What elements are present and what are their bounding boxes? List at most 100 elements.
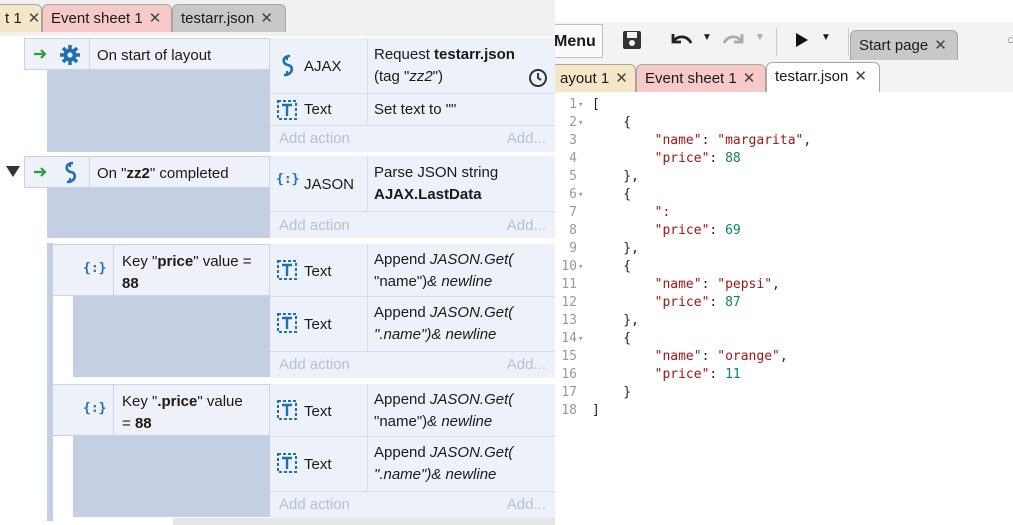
jason-object-icon: {:} bbox=[83, 261, 107, 276]
condition-text: On start of layout bbox=[97, 47, 212, 64]
jason-object-icon: {:} bbox=[83, 401, 107, 416]
save-icon[interactable] bbox=[622, 30, 642, 50]
action-text: Append JASON.Get("name")& newline bbox=[374, 251, 514, 290]
event-3-actions: Text Append JASON.Get("name")& newline T… bbox=[270, 244, 555, 378]
fold-toggle-icon[interactable]: ▾ bbox=[578, 262, 584, 272]
redo-icon[interactable] bbox=[721, 31, 747, 49]
async-clock-icon bbox=[529, 69, 547, 87]
add-action-row[interactable]: Add action Add... bbox=[270, 126, 555, 152]
action-ajax-request[interactable]: AJAX Request testarr.json (tag "zz2") bbox=[270, 38, 555, 94]
event-sheet-window: t 1 ✕ Event sheet 1 ✕ testarr.json✕ On sta… bbox=[0, 0, 555, 525]
close-icon[interactable]: ✕ bbox=[27, 10, 41, 27]
undo-dropdown-icon[interactable]: ▼ bbox=[702, 32, 712, 43]
close-icon[interactable]: ✕ bbox=[148, 10, 162, 27]
search-icon[interactable]: ○ bbox=[1007, 32, 1013, 47]
tab-layout-1[interactable]: ayout 1 ✕ bbox=[555, 64, 636, 92]
tab-label: t 1 bbox=[5, 10, 22, 27]
text-object-icon bbox=[277, 400, 297, 420]
tab-label: ayout 1 bbox=[560, 70, 610, 87]
event-2-subgroup-bar bbox=[47, 243, 53, 521]
code-line: { bbox=[592, 259, 632, 274]
line-number: 9 bbox=[569, 241, 577, 256]
fold-toggle-icon[interactable]: ▾ bbox=[578, 118, 584, 128]
line-number: 15 bbox=[561, 349, 577, 364]
action-append-dotname[interactable]: Text Append JASON.Get(".name")& newline bbox=[270, 297, 555, 352]
add-action-row[interactable]: Add action Add... bbox=[270, 352, 555, 378]
add-action-link[interactable]: Add action bbox=[279, 130, 350, 147]
code-line: "price": 69 bbox=[654, 223, 741, 238]
add-action-link[interactable]: Add action bbox=[279, 496, 350, 513]
fold-toggle-icon[interactable]: ▾ bbox=[578, 190, 584, 200]
code-line: "name": "margarita", bbox=[654, 133, 812, 148]
fold-toggle-icon[interactable]: ▾ bbox=[578, 100, 584, 110]
fold-toggle-icon[interactable]: ▾ bbox=[578, 334, 584, 344]
add-more-link[interactable]: Add... bbox=[506, 496, 546, 513]
add-action-link[interactable]: Add action bbox=[279, 217, 350, 234]
close-icon[interactable]: ✕ bbox=[615, 70, 628, 87]
line-number: 13 bbox=[561, 313, 577, 328]
action-append-name[interactable]: Text Append JASON.Get("name")& newline bbox=[270, 244, 555, 297]
close-icon[interactable]: ✕ bbox=[260, 10, 273, 27]
tab-event-sheet-1[interactable]: Event sheet 1✕ bbox=[636, 64, 766, 92]
close-icon[interactable]: ✕ bbox=[742, 70, 756, 87]
line-number: 10 bbox=[561, 259, 577, 274]
event-2-condition[interactable]: On "zz2" completed bbox=[24, 156, 270, 188]
line-number: 2 bbox=[569, 115, 577, 130]
undo-icon[interactable] bbox=[668, 31, 694, 49]
code-line: { bbox=[592, 115, 632, 130]
code-line: "price": 88 bbox=[654, 151, 741, 166]
code-line: [ bbox=[592, 97, 600, 112]
tab-start-page[interactable]: Start page ✕ bbox=[850, 30, 958, 60]
tab-testarr-json[interactable]: testarr.json✕ bbox=[172, 4, 286, 32]
menu-button[interactable]: Menu bbox=[555, 24, 603, 58]
ajax-icon bbox=[65, 161, 77, 184]
add-more-link[interactable]: Add... bbox=[506, 130, 546, 147]
line-number: 6 bbox=[569, 187, 577, 202]
tab-layout-1[interactable]: t 1 ✕ bbox=[0, 4, 42, 32]
close-icon[interactable]: ✕ bbox=[854, 68, 867, 85]
tab-label: Event sheet 1 bbox=[51, 10, 143, 27]
action-set-text[interactable]: Text Set text to "" bbox=[270, 94, 555, 126]
object-name: Text bbox=[304, 316, 332, 333]
close-icon[interactable]: ✕ bbox=[934, 37, 947, 54]
line-number: 7 bbox=[569, 205, 577, 220]
code-line: ] bbox=[592, 403, 600, 418]
code-line: ": bbox=[654, 205, 671, 220]
collapse-triangle-icon[interactable] bbox=[5, 164, 21, 178]
event-1-condition[interactable]: On start of layout bbox=[24, 38, 270, 70]
redo-dropdown-icon[interactable]: ▼ bbox=[755, 32, 765, 43]
json-code-editor[interactable]: 1▾[2▾ {3 "name": "margarita",4 "price": … bbox=[555, 93, 1013, 525]
line-number: 17 bbox=[561, 385, 577, 400]
line-number: 16 bbox=[561, 367, 577, 382]
add-action-row[interactable]: Add action Add... bbox=[270, 492, 555, 518]
line-number: 3 bbox=[569, 133, 577, 148]
code-line: "price": 87 bbox=[654, 295, 741, 310]
action-append-name[interactable]: Text Append JASON.Get("name")& newline bbox=[270, 384, 555, 437]
action-text: Append JASON.Get(".name")& newline bbox=[374, 304, 514, 343]
tab-label: Start page bbox=[859, 37, 929, 54]
editor-tab-bar: ayout 1 ✕ Event sheet 1✕ testarr.json ✕ bbox=[555, 62, 1013, 92]
add-action-row[interactable]: Add action Add... bbox=[270, 213, 555, 239]
ajax-icon bbox=[282, 54, 294, 77]
horizontal-scrollbar[interactable] bbox=[173, 518, 555, 525]
play-icon[interactable] bbox=[795, 32, 809, 48]
line-number: 4 bbox=[569, 151, 577, 166]
add-more-link[interactable]: Add... bbox=[506, 217, 546, 234]
tab-testarr-json-active[interactable]: testarr.json ✕ bbox=[766, 62, 880, 92]
left-tab-bar: t 1 ✕ Event sheet 1 ✕ testarr.json✕ bbox=[0, 0, 555, 36]
condition-text: Key "price" value =88 bbox=[122, 253, 252, 292]
action-append-dotname[interactable]: Text Append JASON.Get(".name")& newline bbox=[270, 437, 555, 492]
trigger-arrow-icon bbox=[34, 49, 47, 59]
tab-event-sheet-1[interactable]: Event sheet 1 ✕ bbox=[42, 4, 172, 32]
play-dropdown-icon[interactable]: ▼ bbox=[821, 32, 831, 43]
event-4-actions: Text Append JASON.Get("name")& newline T… bbox=[270, 384, 555, 518]
line-number: 8 bbox=[569, 223, 577, 238]
add-more-link[interactable]: Add... bbox=[506, 356, 546, 373]
add-action-link[interactable]: Add action bbox=[279, 356, 350, 373]
tab-label: testarr.json bbox=[775, 68, 849, 85]
event-4-condition[interactable]: {:} Key ".price" value= 88 bbox=[52, 384, 270, 436]
event-3-condition[interactable]: {:} Key "price" value =88 bbox=[52, 244, 270, 296]
event-3-body bbox=[73, 295, 270, 377]
